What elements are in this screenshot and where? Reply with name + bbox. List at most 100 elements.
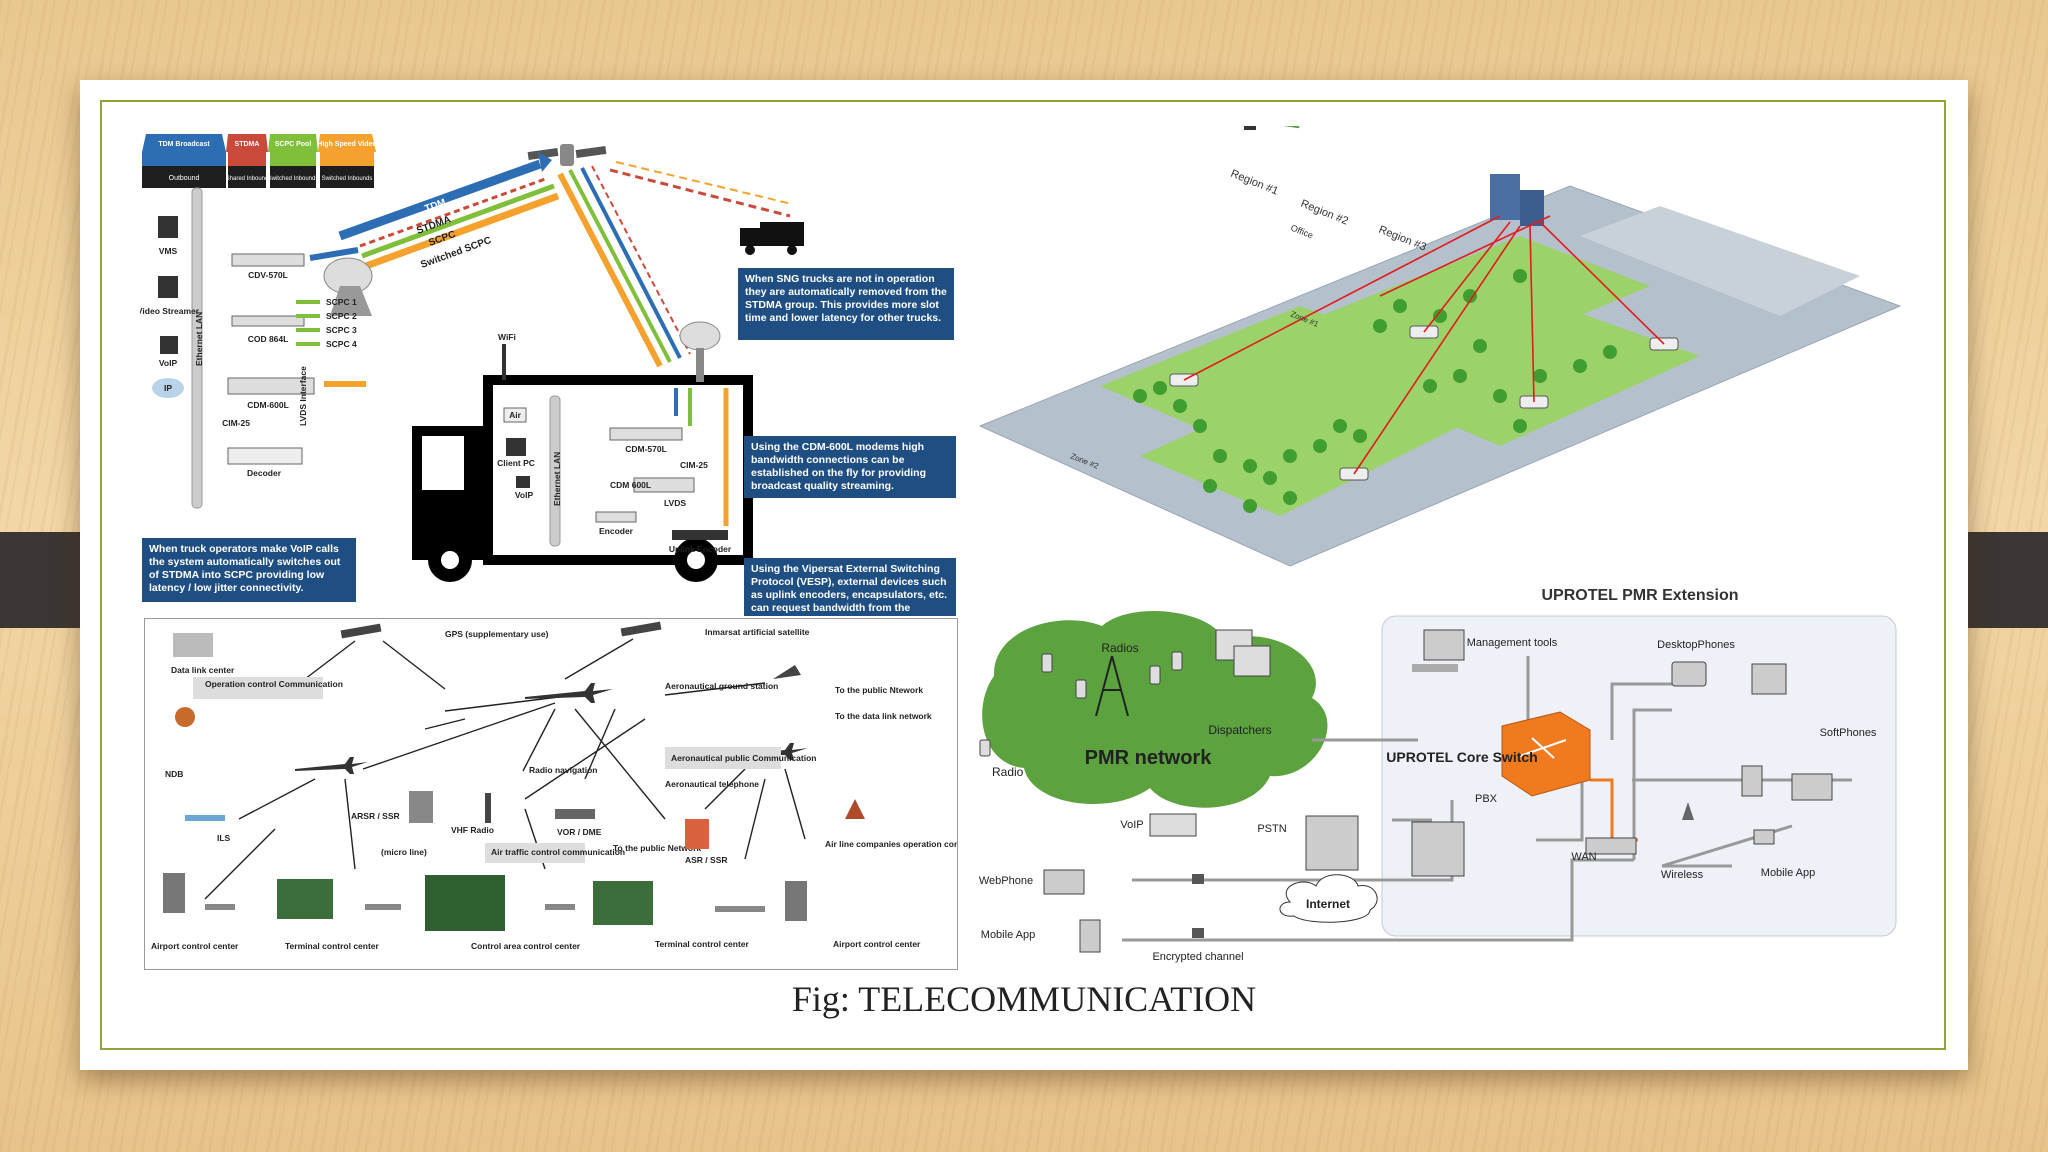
region-3-label: Region #3 [1377, 224, 1428, 254]
pmr-extension-diagram: UPROTEL PMR Extension PMR network Radios… [972, 580, 1906, 978]
slide-frame [100, 100, 1946, 1050]
aero-public-label: Aeronautical public Communication [671, 753, 816, 763]
pmr-cloud-label: PMR network [1085, 747, 1213, 769]
radio-handsets [979, 651, 1183, 757]
callout-sng-trucks: When SNG trucks are not in operation the… [738, 268, 954, 340]
legend-2-top: STDMA [235, 141, 260, 148]
satellite-network-diagram: TDM Broadcast Outbound STDMA Shared Inbo… [140, 126, 960, 616]
core-switch-icon [1501, 711, 1591, 797]
desktop-phone-icon [1671, 661, 1707, 687]
truck-cim-label: CIM-25 [680, 460, 708, 470]
ethernet-lan-label: Ethernet LAN [194, 312, 204, 366]
satellite-icon [527, 144, 607, 166]
scpc-2: SCPC 2 [326, 311, 357, 321]
aero-public-box [665, 747, 781, 769]
grass-block-2 [1140, 366, 1480, 516]
radios-label: Radios [1101, 641, 1138, 655]
internet-cloud-icon [1279, 874, 1378, 923]
pstn-label: PSTN [1257, 823, 1286, 835]
scpc-channels: SCPC 1 SCPC 2 SCPC 3 SCPC 4 [296, 297, 357, 349]
aviation-links [204, 638, 806, 900]
sng-truck-icon [740, 222, 804, 255]
radio-links [1183, 215, 1665, 475]
lvds-label: LVDS Interface [298, 366, 308, 426]
cdm-label: CDM-600L [247, 400, 289, 410]
voip-gateway-icon [1149, 813, 1197, 837]
legend-3-top: SCPC Pool [275, 141, 312, 148]
scpc-4: SCPC 4 [326, 339, 357, 349]
vhf-label: VHF Radio [451, 825, 494, 835]
wireless-ap-icon [1682, 802, 1694, 820]
public-network-label: To the public Ntework [835, 685, 923, 695]
arsr-tower [409, 791, 433, 823]
micro-line-label: (micro line) [381, 847, 427, 857]
data-link-center-label: Data link center [171, 665, 235, 675]
asr-radar [685, 819, 709, 849]
legend-4-bottom: Switched Inbounds [322, 176, 373, 182]
truck-cdm600-label: CDM 600L [610, 480, 651, 490]
data-link-network-label: To the data link network [835, 711, 932, 721]
occ-box [193, 677, 323, 699]
terminal-cc-label: Terminal control center [285, 941, 380, 951]
truck-graphic: Ethernet LAN Air Client PC VoIP CDM-570L… [412, 321, 753, 582]
callout-voip-calls: When truck operators make VoIP calls the… [142, 538, 356, 602]
airport-cc-label: Airport control center [151, 941, 239, 951]
encoder-label: Encoder [599, 526, 634, 536]
aero-phone-label: Aeronautical telephone [665, 779, 759, 789]
region-1-label: Region #1 [1229, 168, 1280, 198]
aviation-communication-diagram: GPS (supplementary use) Inmarsat artific… [144, 618, 958, 970]
ils-runway [185, 815, 225, 821]
mobile-app-label: Mobile App [1761, 867, 1815, 879]
terminal-cc2-label: Terminal control center [655, 939, 750, 949]
trees [1133, 269, 1617, 513]
webphone-icon [1043, 869, 1085, 895]
pbx-icon [1411, 821, 1465, 877]
gps-label: GPS (supplementary use) [445, 629, 549, 639]
dispatcher-monitors [1215, 629, 1271, 677]
uplink-encoder-label: Uplink Encoder [669, 544, 732, 554]
inmarsat-label: Inmarsat artificial satellite [705, 627, 810, 637]
lock-icons [1192, 874, 1204, 938]
cim-label: CIM-25 [222, 418, 250, 428]
region-2-label: Region #2 [1299, 198, 1350, 228]
grass-block-1 [1100, 306, 1440, 446]
softphones-label: SoftPhones [1820, 727, 1877, 739]
callout-vesp: Using the Vipersat External Switching Pr… [744, 558, 956, 616]
vms-label: VMS [159, 246, 178, 256]
internet-label: Internet [1306, 897, 1350, 911]
grass-block-3 [1320, 236, 1650, 366]
dispatchers-label: Dispatchers [1208, 723, 1271, 737]
truck-lvds-label: LVDS [664, 498, 686, 508]
ip-label: IP [164, 383, 172, 393]
wan-router-icon [1585, 837, 1637, 855]
atc-box [485, 843, 585, 863]
region-3-block [1580, 206, 1860, 316]
hub-dish-icon [323, 257, 373, 316]
satellite-icons [340, 621, 662, 639]
vor-label: VOR / DME [557, 827, 602, 837]
vor-station [555, 809, 595, 819]
arsr-label: ARSR / SSR [351, 811, 400, 821]
pbx-label: PBX [1475, 793, 1498, 805]
legend-3-bottom: Switched Inbounds [268, 176, 319, 182]
airline-building [845, 799, 865, 819]
legend: TDM Broadcast Outbound STDMA Shared Inbo… [142, 134, 377, 188]
satellite-top-icon [1209, 126, 1301, 130]
truck-lan-label: Ethernet LAN [552, 452, 562, 506]
wan-label: WAN [1571, 851, 1596, 863]
decoder-label: Decoder [247, 468, 282, 478]
cod-label: COD 864L [248, 334, 289, 344]
ground-dish-icon [773, 665, 801, 679]
control-centers [163, 873, 807, 931]
truck-cdm570-label: CDM-570L [625, 444, 667, 454]
pmr-cloud [982, 611, 1328, 808]
public-network2-label: To the public Network [613, 843, 701, 853]
office-buildings [1490, 174, 1544, 226]
mobile-app-icon [1753, 829, 1775, 845]
ndb-label: NDB [165, 769, 183, 779]
grass-block-4 [1360, 306, 1700, 446]
mobile-app2-label: Mobile App [981, 929, 1035, 941]
link-tdm: TDM [423, 197, 447, 215]
airline-label: Air line companies operation control sta… [825, 839, 958, 849]
legend-4-top: High Speed Video [317, 141, 376, 148]
